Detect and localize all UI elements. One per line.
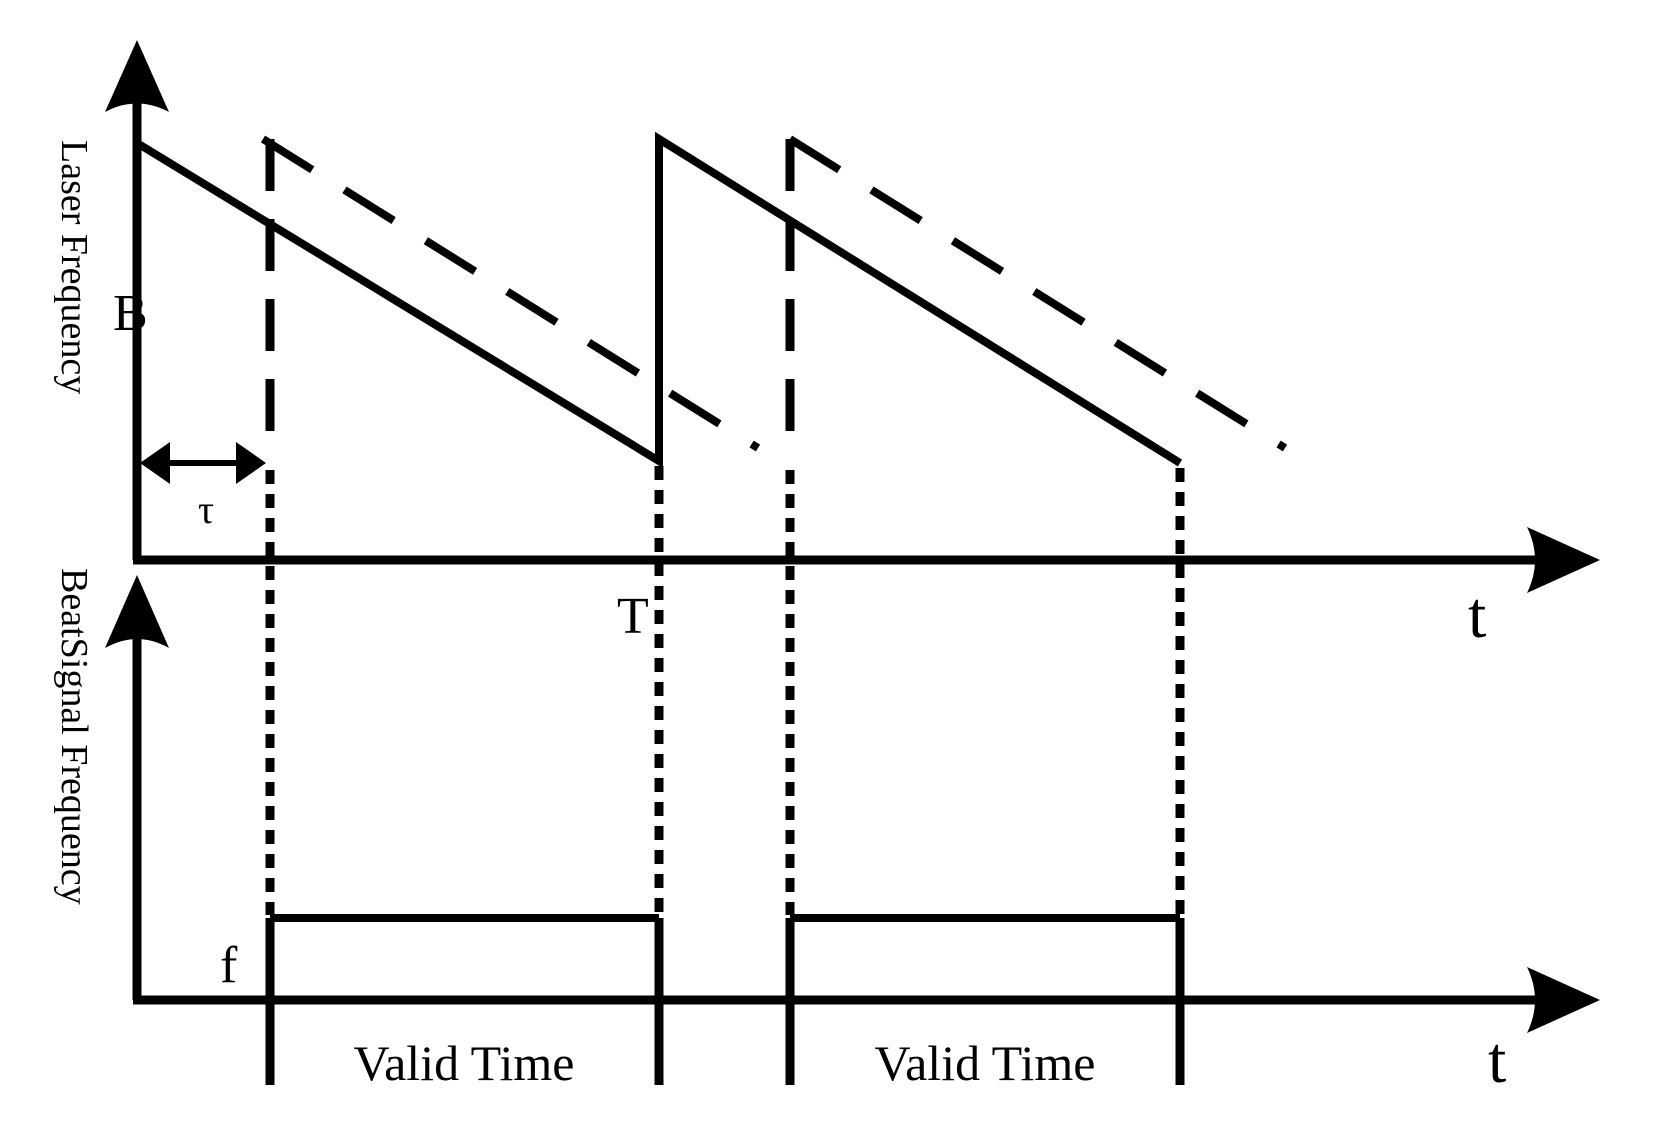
arrow-right-icon xyxy=(236,442,266,484)
bottom-panel: BeatSignal Frequency f Valid Time Valid … xyxy=(53,568,1600,1097)
delay-label: τ xyxy=(198,487,214,532)
bandwidth-label: B xyxy=(113,285,148,342)
tau-delay-arrow xyxy=(140,442,266,484)
top-x-axis-arrow-icon xyxy=(1527,527,1600,593)
transmitted-sawtooth xyxy=(134,131,1183,469)
bottom-y-axis-label: BeatSignal Frequency xyxy=(53,568,95,905)
top-y-axis-arrow-icon xyxy=(105,40,169,112)
bottom-y-axis-arrow-icon xyxy=(105,575,169,648)
period-label: T xyxy=(617,588,649,645)
top-y-axis-label: Laser Frequency xyxy=(53,140,95,394)
top-panel: Laser Frequency B τ T t xyxy=(53,40,1600,652)
received-sawtooth xyxy=(260,135,1288,452)
bottom-x-axis-label: t xyxy=(1488,1024,1506,1097)
received-rising-edges xyxy=(265,139,795,455)
beat-frequency-label: f xyxy=(220,937,238,994)
arrow-left-icon xyxy=(140,442,170,484)
valid-time-boundaries xyxy=(265,918,1185,1085)
valid-time-label: Valid Time xyxy=(875,1035,1096,1091)
valid-time-label: Valid Time xyxy=(354,1035,575,1091)
bottom-x-axis-arrow-icon xyxy=(1527,967,1600,1033)
top-x-axis-label: t xyxy=(1468,579,1486,652)
projection-lines xyxy=(265,466,1185,915)
